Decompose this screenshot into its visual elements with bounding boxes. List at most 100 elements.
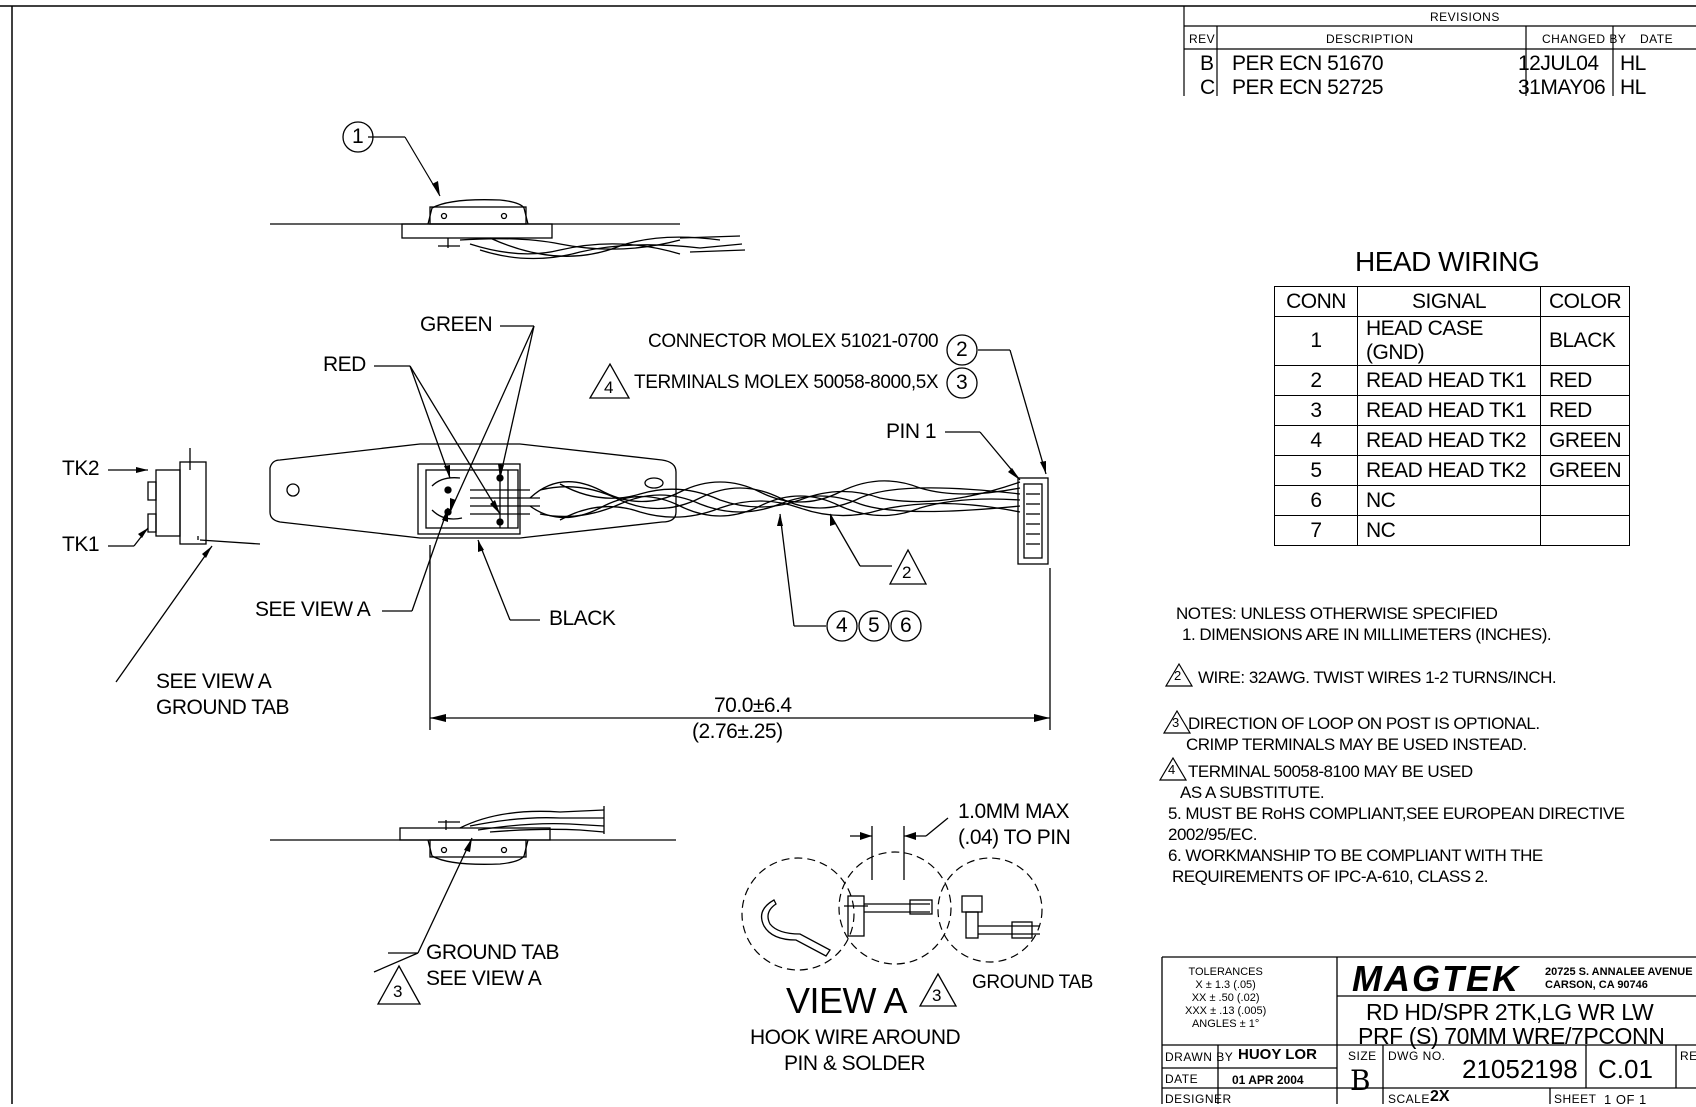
note-2: WIRE: 32AWG. TWIST WIRES 1-2 TURNS/INCH. xyxy=(1176,667,1625,688)
color-cell: RED xyxy=(1539,395,1631,426)
revision-row-b-date: HL xyxy=(1620,52,1646,75)
terminals-label: TERMINALS MOLEX 50058-8000,5X xyxy=(634,372,939,393)
see-view-a-ground-label-1: SEE VIEW A xyxy=(156,670,272,693)
dimension-inches: (2.76±.25) xyxy=(692,720,783,743)
table-row: 2 READ HEAD TK1 RED xyxy=(1274,365,1631,396)
tk1-label: TK1 xyxy=(62,533,100,556)
signal-cell: READ HEAD TK1 xyxy=(1357,395,1541,426)
balloon-1-label: 1 xyxy=(352,125,364,148)
revision-row-b-rev: B xyxy=(1200,52,1214,75)
signal-cell: READ HEAD TK1 xyxy=(1357,365,1541,396)
revisions-title: REVISIONS xyxy=(1430,10,1500,24)
size-label: SIZE xyxy=(1348,1049,1377,1063)
scale-label: SCALE xyxy=(1388,1092,1430,1106)
drawing-title-line-2: PRF (S) 70MM WRE/7PCONN xyxy=(1358,1023,1665,1049)
max-gap-label-1: 1.0MM MAX xyxy=(958,800,1070,823)
pin1-label: PIN 1 xyxy=(886,420,937,443)
scale-value: 2X xyxy=(1430,1088,1450,1105)
hook-wire-label-1: HOOK WIRE AROUND xyxy=(750,1026,961,1049)
rev-col-header: REV xyxy=(1189,32,1216,46)
conn-cell: 1 xyxy=(1274,316,1358,366)
revision-row-c-rev: C xyxy=(1200,76,1215,99)
drawn-by-value: HUOY LOR xyxy=(1238,1046,1317,1063)
balloon-4-label: 4 xyxy=(836,614,848,637)
table-row: 6 NC xyxy=(1274,485,1631,516)
notes-block: NOTES: UNLESS OTHERWISE SPECIFIED 1. DIM… xyxy=(1168,603,1625,887)
note-3-flag-label: 3 xyxy=(1172,715,1180,730)
balloon-3-label: 3 xyxy=(956,371,968,394)
note-6: 6. WORKMANSHIP TO BE COMPLIANT WITH THE xyxy=(1168,846,1543,865)
note-3-text: DIRECTION OF LOOP ON POST IS OPTIONAL. xyxy=(1188,714,1540,733)
green-wire-label: GREEN xyxy=(420,313,493,336)
conn-cell: 5 xyxy=(1274,455,1358,486)
date-col-header: DATE xyxy=(1640,32,1674,46)
color-cell: GREEN xyxy=(1539,425,1631,456)
changed-by-col-header: CHANGED BY xyxy=(1542,32,1627,46)
ground-tab-detail-label: GROUND TAB xyxy=(972,972,1093,993)
notes-header: NOTES: UNLESS OTHERWISE SPECIFIED xyxy=(1176,604,1498,623)
note-5-continued: 2002/95/EC. xyxy=(1168,825,1258,844)
triangle-2-label: 2 xyxy=(902,563,912,582)
dwg-no-value: 21052198 xyxy=(1462,1054,1578,1084)
rev-value: C.01 xyxy=(1598,1054,1653,1084)
dimension-mm: 70.0±6.4 xyxy=(714,694,792,717)
connector-label: CONNECTOR MOLEX 51021-0700 xyxy=(648,331,939,352)
triangle-4-label: 4 xyxy=(604,378,614,397)
note-1: 1. DIMENSIONS ARE IN MILLIMETERS (INCHES… xyxy=(1182,625,1552,644)
see-view-a-label: SEE VIEW A xyxy=(255,598,371,621)
color-cell: GREEN xyxy=(1539,455,1631,486)
note-4-flag-label: 4 xyxy=(1168,762,1176,777)
address-line-1: 20725 S. ANNALEE AVENUE xyxy=(1545,966,1693,978)
date-label: DATE xyxy=(1165,1072,1199,1086)
tk2-label: TK2 xyxy=(62,457,100,480)
tolerance-x: X ± 1.3 (.05) xyxy=(1195,979,1256,991)
note-5: 5. MUST BE RoHS COMPLIANT,SEE EUROPEAN D… xyxy=(1168,804,1625,823)
sheet-value: 1 OF 1 xyxy=(1604,1092,1647,1107)
date-value: 01 APR 2004 xyxy=(1232,1073,1304,1087)
signal-cell: READ HEAD TK2 xyxy=(1357,455,1541,486)
head-wiring-title: HEAD WIRING xyxy=(1355,246,1540,277)
see-view-a-ground-label-2: GROUND TAB xyxy=(156,696,290,719)
signal-col-header: SIGNAL xyxy=(1357,286,1541,317)
note-3-continued: CRIMP TERMINALS MAY BE USED INSTEAD. xyxy=(1186,735,1527,754)
address-line-2: CARSON, CA 90746 xyxy=(1545,979,1648,991)
rev-label: REV xyxy=(1680,1049,1696,1063)
color-cell: BLACK xyxy=(1539,316,1631,366)
color-cell: RED xyxy=(1539,365,1631,396)
max-gap-label-2: (.04) TO PIN xyxy=(958,826,1071,849)
description-col-header: DESCRIPTION xyxy=(1326,32,1414,46)
signal-cell: NC xyxy=(1357,515,1541,546)
color-cell xyxy=(1539,515,1631,546)
sheet-label: SHEET xyxy=(1554,1092,1597,1106)
note-6-continued: REQUIREMENTS OF IPC-A-610, CLASS 2. xyxy=(1172,867,1488,886)
color-col-header: COLOR xyxy=(1539,286,1631,317)
magtek-logo: MAGTEK xyxy=(1352,958,1520,999)
color-cell xyxy=(1539,485,1631,516)
black-wire-label: BLACK xyxy=(549,607,616,630)
dwg-no-label: DWG NO. xyxy=(1388,1049,1446,1063)
ground-tab-label: GROUND TAB xyxy=(426,941,560,964)
balloon-2-label: 2 xyxy=(956,338,968,361)
revision-row-c-changed-by: 31MAY06 xyxy=(1518,76,1606,99)
revision-row-c-description: PER ECN 52725 xyxy=(1232,76,1384,99)
red-wire-label: RED xyxy=(323,353,366,376)
balloon-5-label: 5 xyxy=(868,614,880,637)
triangle-3-bottom-label: 3 xyxy=(393,982,403,1001)
note-2-text: WIRE: 32AWG. TWIST WIRES 1-2 TURNS/INCH. xyxy=(1198,668,1557,687)
conn-col-header: CONN xyxy=(1274,286,1358,317)
revision-row-b-changed-by: 12JUL04 xyxy=(1518,52,1599,75)
tolerances-title: TOLERANCES xyxy=(1188,966,1263,978)
head-wiring-table: CONN SIGNAL COLOR 1 HEAD CASE (GND) BLAC… xyxy=(1274,286,1631,546)
balloon-6-label: 6 xyxy=(900,614,912,637)
tolerance-angles: ANGLES ± 1° xyxy=(1191,1018,1260,1030)
